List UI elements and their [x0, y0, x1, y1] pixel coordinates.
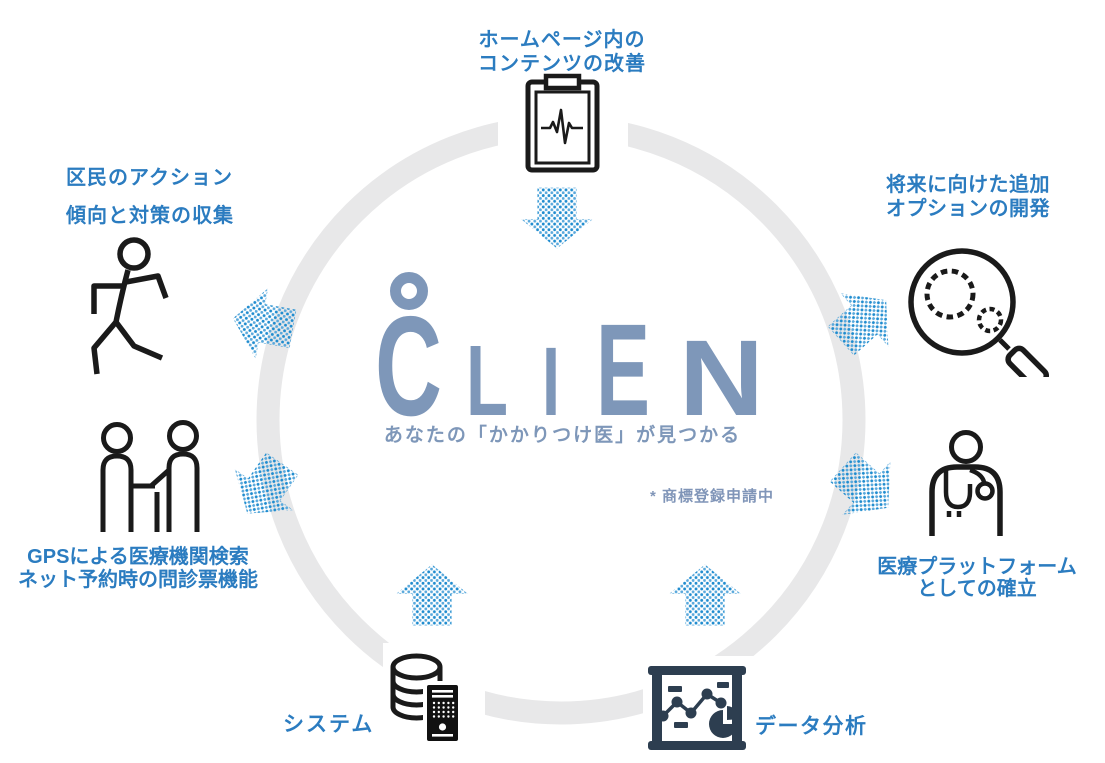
logo-letter-e: E — [596, 296, 650, 443]
logo-tagline: あなたの「かかりつけ医」が見つかる — [383, 425, 742, 446]
clipboard-ecg-icon — [498, 68, 628, 176]
label-line: 区民のアクション — [66, 167, 233, 189]
chart-board-icon — [643, 656, 759, 760]
logo-letter-l: L — [466, 325, 508, 437]
label-line: ホームページ内の — [478, 29, 646, 51]
label-line: 将来に向けた追加 — [886, 174, 1050, 196]
logo-letter-c: C — [375, 287, 442, 445]
running-person-icon — [91, 237, 169, 375]
logo-letter-n: N — [679, 317, 764, 438]
logo-ring-icon — [390, 272, 428, 310]
doctor-stethoscope-icon — [929, 430, 1003, 536]
halftone-arrow-upperleft-out-icon — [232, 288, 297, 359]
database-server-icon — [383, 643, 485, 760]
halftone-arrow-upperright-out-icon — [827, 293, 889, 356]
label-line: 医療プラットフォーム — [877, 556, 1077, 578]
halftone-arrow-lowerleft-out-icon — [234, 452, 299, 514]
label-data-analysis: データ分析 — [755, 715, 868, 738]
magnifier-gears-icon — [908, 248, 1050, 377]
label-left-gps-search: GPSによる医療機関検索 ネット予約時の問診票機能 — [12, 546, 264, 592]
label-right-medical-platform: 医療プラットフォーム としての確立 — [868, 556, 1086, 600]
greeting-people-icon — [100, 420, 200, 532]
logo-letter-i: I — [542, 327, 560, 436]
halftone-arrow-bottomleft-up-icon — [396, 564, 468, 626]
clien-logo: C L I E N — [375, 272, 764, 445]
label-line: GPSによる医療機関検索 — [27, 546, 249, 568]
halftone-arrow-bottomright-up-icon — [669, 564, 741, 626]
label-topleft-citizen-action: 区民のアクション 傾向と対策の収集 — [66, 166, 234, 228]
trademark-note: * 商標登録申請中 — [650, 488, 775, 505]
label-top-homepage-content: ホームページ内の コンテンツの改善 — [438, 28, 686, 76]
label-system: システム — [283, 713, 375, 736]
label-topright-future-options: 将来に向けた追加 オプションの開発 — [886, 173, 1050, 221]
label-line: オプションの開発 — [886, 198, 1050, 220]
label-line: コンテンツの改善 — [478, 53, 646, 75]
label-line: ネット予約時の問診票機能 — [18, 569, 258, 591]
label-line: としての確立 — [917, 578, 1037, 600]
label-line: 傾向と対策の収集 — [66, 205, 234, 227]
halftone-arrow-top-down-icon — [521, 187, 593, 249]
halftone-arrow-lowerright-out-icon — [829, 452, 891, 515]
